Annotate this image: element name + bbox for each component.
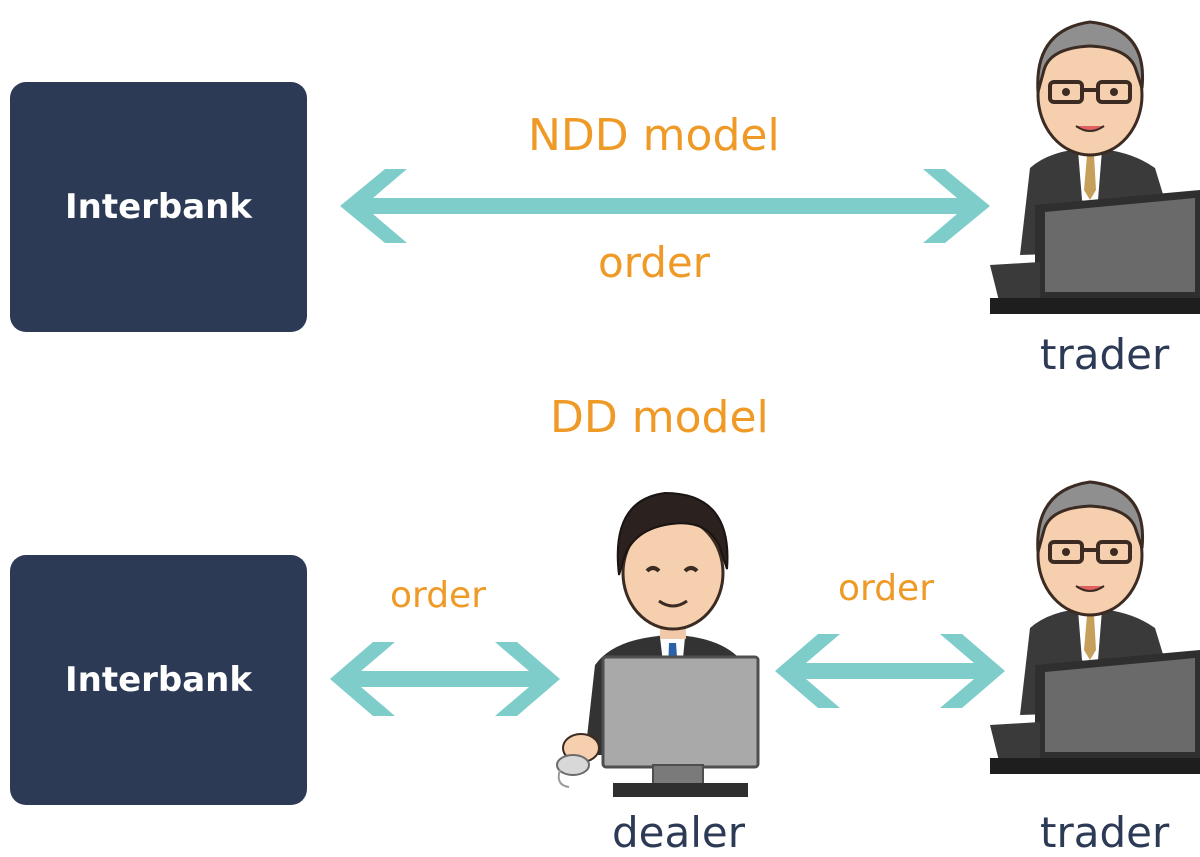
dealer-label: dealer	[612, 808, 746, 857]
interbank-box-bottom: Interbank	[10, 555, 307, 805]
double-arrow-icon	[330, 642, 560, 716]
interbank-label-bottom: Interbank	[64, 660, 253, 700]
order-label-top: order	[598, 238, 710, 287]
trader-label-bottom: trader	[1040, 808, 1170, 857]
trader-label-top: trader	[1040, 330, 1170, 379]
ndd-model-label: NDD model	[528, 110, 780, 161]
order-label-bottom-left: order	[390, 575, 486, 616]
dd-model-label: DD model	[550, 392, 769, 443]
laptop-icon	[990, 650, 1200, 774]
laptop-icon	[990, 190, 1200, 314]
interbank-box-top: Interbank	[10, 82, 307, 332]
trader-person-icon	[990, 480, 1200, 774]
mouse-icon	[556, 733, 600, 788]
double-arrow-icon	[340, 169, 990, 243]
order-label-bottom-right: order	[838, 568, 934, 609]
double-arrow-icon	[775, 634, 1005, 708]
dealer-person-icon	[556, 491, 760, 797]
monitor-icon	[601, 655, 760, 797]
trader-person-icon	[990, 20, 1200, 314]
interbank-label-top: Interbank	[64, 187, 253, 227]
